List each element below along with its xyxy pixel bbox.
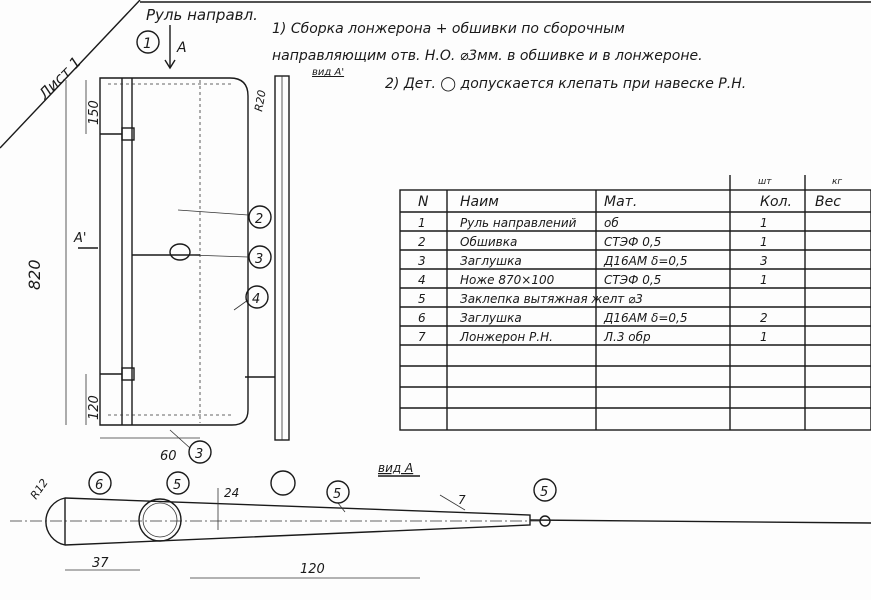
- dim-top: 150: [87, 100, 102, 125]
- table-cell: 6: [418, 311, 426, 325]
- note-2: 2) Дет. ◯ допускается клепать при навеск…: [385, 76, 746, 92]
- dim-radius: R20: [252, 89, 269, 113]
- table-cell: 1: [760, 235, 768, 249]
- svg-text:5: 5: [333, 487, 341, 502]
- table-cell: Ноже 870×100: [460, 273, 555, 287]
- table-cell: 3: [418, 254, 426, 268]
- svg-text:6: 6: [95, 478, 103, 493]
- table-cell: 2: [760, 311, 768, 325]
- table-cell: СТЭФ 0,5: [604, 273, 661, 287]
- table-header: Кол.: [760, 194, 792, 210]
- svg-text:2: 2: [255, 212, 263, 227]
- table-cell: Лонжерон Р.Н.: [459, 330, 553, 344]
- trailing-edge: [529, 519, 871, 524]
- table-cell: 7: [418, 330, 426, 344]
- callout-3b: 3: [169, 429, 212, 464]
- svg-text:4: 4: [252, 292, 260, 307]
- dim-chord: 120: [300, 562, 325, 577]
- table-cell: Руль направлений: [460, 216, 577, 230]
- spar-tube: [138, 498, 182, 542]
- dim-depth: 24: [224, 486, 239, 500]
- dim-nose-len: 37: [92, 556, 109, 571]
- view-a1-label: вид А': [312, 67, 344, 78]
- dim-width: 60: [160, 449, 177, 464]
- callout-5b: 5: [326, 480, 350, 513]
- rivet: [539, 515, 551, 527]
- table-cell: 3: [760, 254, 768, 268]
- dim-height: 820: [25, 259, 44, 290]
- empty-callout: [270, 470, 296, 496]
- table-cell: 1: [760, 273, 768, 287]
- table-cell: Заклепка вытяжная желт ⌀3: [460, 292, 643, 306]
- table-cell: 4: [418, 273, 426, 287]
- table-cell: Д16АМ δ=0,5: [603, 311, 688, 325]
- corner-line: [0, 0, 141, 149]
- table-cell: об: [604, 216, 619, 230]
- table-cell: 5: [418, 292, 426, 306]
- table-cell: Л.3 обр: [603, 330, 651, 344]
- svg-text:5: 5: [173, 478, 181, 493]
- part-number-circle: [136, 30, 160, 54]
- svg-text:3: 3: [195, 447, 203, 462]
- table-header: Вес: [815, 194, 841, 210]
- svg-text:3: 3: [255, 252, 263, 267]
- table-cell: 1: [760, 216, 768, 230]
- dim-tail: 7: [458, 493, 466, 507]
- table-cell: 1: [418, 216, 426, 230]
- arrowhead-icon: [164, 59, 176, 70]
- table-cell: Заглушка: [460, 254, 522, 268]
- part-name: Руль направл.: [146, 6, 258, 24]
- note-1b: направляющим отв. Н.О. ⌀3мм. в обшивке и…: [272, 48, 703, 64]
- callout-4: 4: [233, 285, 269, 311]
- sheet-label: Лист 1: [34, 53, 84, 103]
- callout-5c: 5: [533, 478, 557, 502]
- table-cell: Д16АМ δ=0,5: [603, 254, 688, 268]
- dim-nose-radius: R12: [28, 477, 51, 502]
- table-cell: 1: [760, 330, 768, 344]
- dim-line: [439, 494, 466, 511]
- rudder-outline: [99, 77, 249, 426]
- table-header: Мат.: [604, 194, 637, 210]
- table-cell: СТЭФ 0,5: [604, 235, 661, 249]
- callout-5: 5: [166, 471, 190, 495]
- table-cell: Обшивка: [460, 235, 517, 249]
- svg-text:5: 5: [540, 485, 548, 500]
- callout-2: 2: [177, 205, 272, 229]
- note-1a: 1) Сборка лонжерона + обшивки по сборочн…: [272, 21, 625, 37]
- table-cell: Заглушка: [460, 311, 522, 325]
- callout-6: 6: [88, 471, 112, 495]
- unit-mass: кг: [832, 177, 842, 187]
- table-header: Наим: [460, 194, 499, 210]
- parts-table: шт кг N Наим Мат. Кол. Вес 1 Руль направлений о…: [399, 175, 871, 431]
- callout-3: 3: [169, 243, 272, 269]
- part-number: 1: [143, 36, 152, 52]
- view-a-label: вид А: [378, 461, 413, 475]
- table-cell: 2: [418, 235, 426, 249]
- table-header: N: [418, 194, 429, 210]
- spar-tube-inner: [142, 502, 178, 538]
- unit-qty: шт: [758, 177, 772, 187]
- section-arrow-label: А': [73, 231, 86, 246]
- view-arrow-label: A: [176, 40, 187, 56]
- dim-bottom: 120: [87, 395, 102, 420]
